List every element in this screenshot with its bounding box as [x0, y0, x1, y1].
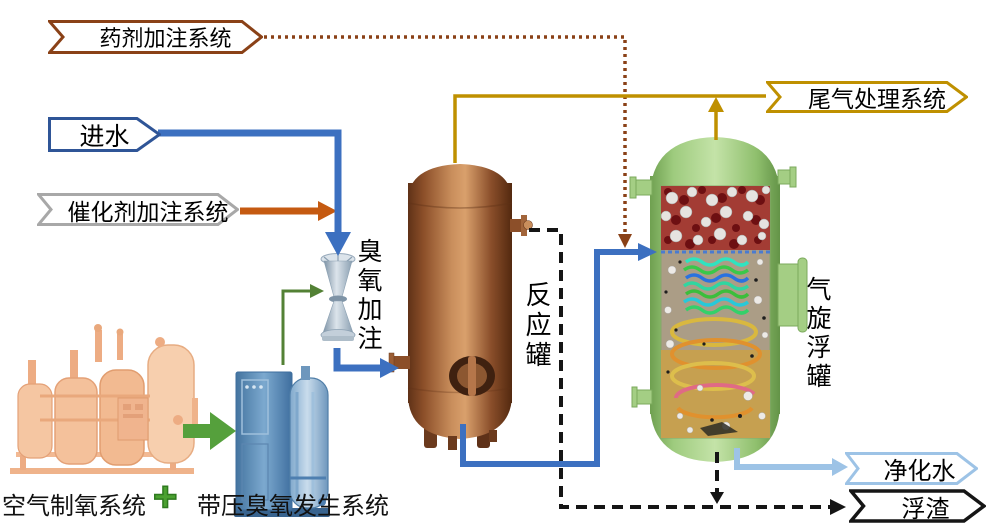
chevron-shape: [845, 452, 978, 485]
label-chemical-dosing-system: 药剂加注系统: [48, 20, 273, 54]
ozone-generator-illustration: [234, 366, 330, 517]
chemical-dosing-line: [264, 35, 632, 248]
chevron-shape: [48, 20, 263, 54]
ozone-injector-illustration: [320, 253, 356, 341]
chevron-shape: [849, 489, 986, 523]
label-reaction-tank: 反应罐: [522, 281, 552, 371]
label-inlet-water: 进水: [48, 117, 161, 152]
cyclone-flotation-tank-illustration: [629, 137, 808, 462]
label-tail-gas-treatment-system: 尾气处理系统: [766, 81, 978, 113]
caption-pressurized-ozone-system: 带压臭氧发生系统: [197, 493, 389, 520]
purified-water-pipe: [734, 448, 848, 476]
flotation-tank-cutaway: [660, 185, 771, 439]
reaction-tank-illustration: [388, 164, 533, 450]
label-text: 净化水: [883, 458, 956, 485]
label-text: 浮渣: [901, 495, 950, 523]
label-catalyst-dosing-system: 催化剂加注系统: [37, 193, 249, 226]
air-oxygen-plant-illustration: [10, 324, 198, 474]
reaction-to-flotation-pipe: [460, 243, 657, 467]
label-text: 进水: [79, 122, 130, 151]
label-text: 尾气处理系统: [808, 86, 946, 112]
inlet-water-pipe: [158, 129, 351, 256]
label-cyclone-flotation-tank: 气旋浮罐: [803, 276, 831, 392]
chevron-shape: [766, 81, 968, 113]
label-text: 药剂加注系统: [99, 26, 232, 51]
ozone-gas-line: [281, 284, 324, 365]
label-purified-water: 净化水: [845, 452, 986, 485]
pentagon-shape: [48, 117, 161, 152]
injector-to-reaction-tank-pipe: [333, 348, 399, 378]
caption-air-oxygen-system: 空气制氧系统: [2, 493, 146, 520]
tail-gas-line: [453, 94, 766, 163]
scum-line: [529, 228, 846, 515]
chevron-shape: [37, 193, 239, 226]
label-text: 催化剂加注系统: [67, 198, 229, 225]
catalyst-flow-arrow: [240, 201, 337, 221]
plus-icon: +: [152, 472, 178, 521]
label-ozone-injection: 臭氧加注: [354, 238, 382, 354]
oxygen-to-ozone-block-arrow: [183, 412, 236, 450]
label-scum: 浮渣: [849, 489, 991, 523]
